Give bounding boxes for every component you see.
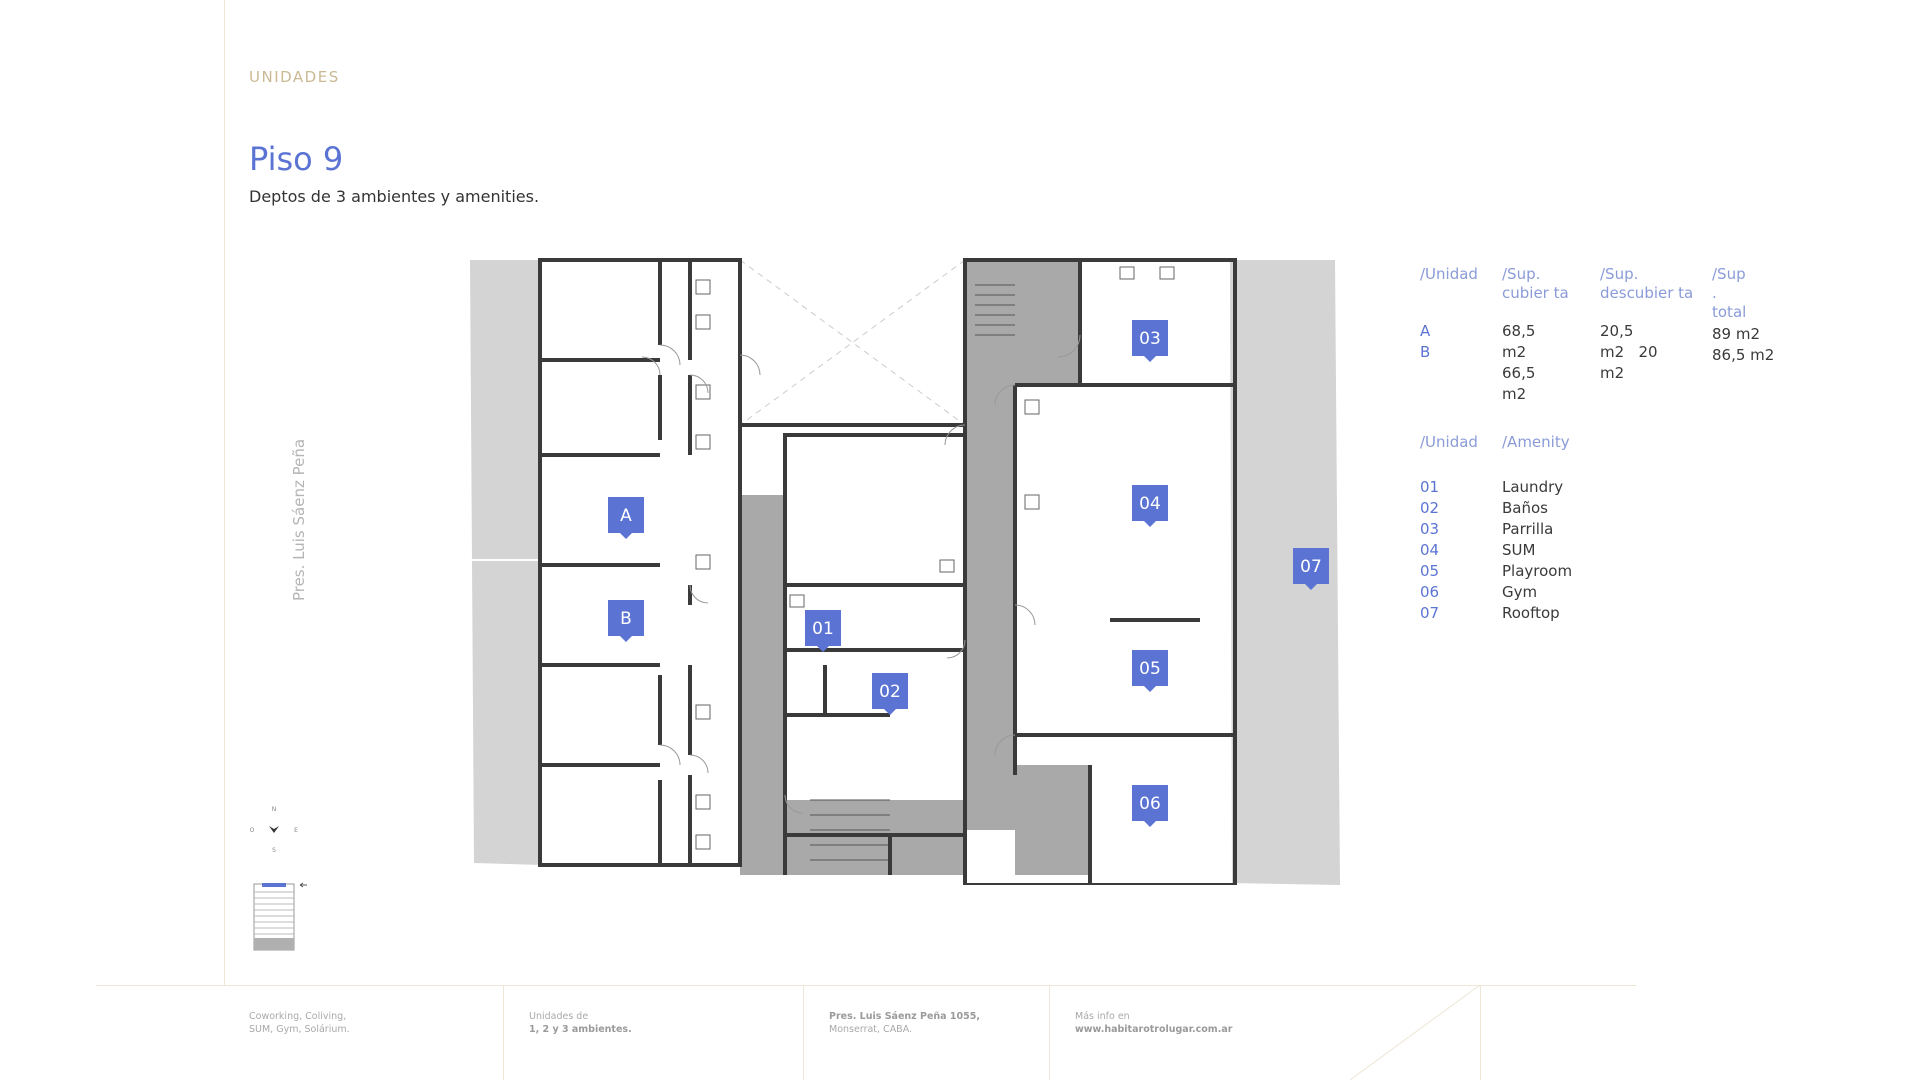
amenity-marker-01: 01 bbox=[812, 619, 834, 639]
footer-address-line1: Pres. Luis Sáenz Peña 1055, bbox=[829, 1011, 980, 1022]
footer-units-line2: 1, 2 y 3 ambientes. bbox=[529, 1024, 632, 1035]
building-floor-icon bbox=[253, 882, 307, 951]
amenities-header-unit: /Unidad bbox=[1420, 433, 1478, 451]
amenity-marker-03: 03 bbox=[1139, 329, 1161, 349]
covered-line-1: 68,5 bbox=[1502, 322, 1536, 340]
fixtures bbox=[695, 266, 1175, 850]
footer-column-divider bbox=[803, 985, 804, 1080]
amenity-row-code: 03 bbox=[1420, 520, 1440, 538]
footer-amenities-line2: SUM, Gym, Solárium. bbox=[249, 1024, 350, 1035]
unit-markers bbox=[608, 320, 1329, 827]
units-row-a-code: A bbox=[1420, 322, 1431, 340]
uncovered-line-2: m2 20 bbox=[1600, 343, 1658, 361]
courtyard bbox=[739, 259, 966, 426]
floor-plan: A B 01 02 03 04 05 06 07 bbox=[470, 258, 1340, 885]
stairs bbox=[810, 284, 1015, 861]
amenity-marker-04: 04 bbox=[1139, 494, 1161, 514]
amenity-marker-02: 02 bbox=[879, 682, 901, 702]
footer-address-line2: Monserrat, CABA. bbox=[829, 1024, 913, 1035]
left-margin-line bbox=[224, 0, 225, 985]
amenity-row-name: Laundry bbox=[1502, 478, 1564, 496]
units-header-covered: /Sup. cubier ta bbox=[1502, 265, 1569, 302]
walls bbox=[538, 258, 1237, 885]
total-line-2: 86,5 m2 bbox=[1712, 346, 1775, 364]
compass-n: N bbox=[272, 806, 277, 813]
footer-units-line1: Unidades de bbox=[529, 1011, 589, 1022]
amenity-row-name: Parrilla bbox=[1502, 520, 1554, 538]
footer-more-info-line1: Más info en bbox=[1075, 1011, 1130, 1022]
page-subtitle: Deptos de 3 ambientes y amenities. bbox=[249, 187, 540, 206]
footer-amenities: Coworking, Coliving, SUM, Gym, Solárium. bbox=[249, 1010, 350, 1036]
footer-column-divider bbox=[1480, 985, 1481, 1080]
amenity-row-code: 05 bbox=[1420, 562, 1440, 580]
street-label: Pres. Luis Sáenz Peña bbox=[288, 430, 310, 610]
footer-divider bbox=[96, 985, 1636, 986]
street-label-text: Pres. Luis Sáenz Peña bbox=[290, 438, 308, 602]
footer-more-info: Más info en www.habitarotrolugar.com.ar bbox=[1075, 1010, 1232, 1036]
amenity-row-code: 02 bbox=[1420, 499, 1440, 517]
amenity-row-name: Rooftop bbox=[1502, 604, 1560, 622]
footer-diagonal-decoration bbox=[1350, 985, 1481, 1080]
units-header-uncovered: /Sup. descubier ta bbox=[1600, 265, 1694, 302]
units-header-total: /Sup . total bbox=[1712, 265, 1747, 321]
covered-line-3: 66,5 bbox=[1502, 364, 1536, 382]
footer-column-divider bbox=[503, 985, 504, 1080]
uncovered-line-1: 20,5 bbox=[1600, 322, 1634, 340]
amenities-header-amenity: /Amenity bbox=[1502, 433, 1570, 451]
total-line-1: 89 m2 bbox=[1712, 325, 1761, 343]
unit-marker-b: B bbox=[620, 609, 632, 629]
doors bbox=[641, 334, 1081, 814]
amenity-row-name: Playroom bbox=[1502, 562, 1573, 580]
amenity-marker-05: 05 bbox=[1139, 659, 1161, 679]
amenity-row-name: Gym bbox=[1502, 583, 1538, 601]
amenity-row-name: Baños bbox=[1502, 499, 1548, 517]
compass-e: E bbox=[294, 827, 298, 834]
amenity-marker-06: 06 bbox=[1139, 794, 1161, 814]
uncovered-line-3: m2 bbox=[1600, 364, 1625, 382]
amenity-marker-07: 07 bbox=[1300, 557, 1322, 577]
compass-o: O bbox=[250, 827, 255, 834]
amenity-row-name: SUM bbox=[1502, 541, 1536, 559]
covered-line-4: m2 bbox=[1502, 385, 1527, 403]
units-row-b-code: B bbox=[1420, 343, 1431, 361]
terraces bbox=[470, 260, 1340, 885]
amenity-row-code: 01 bbox=[1420, 478, 1440, 496]
amenity-row-code: 04 bbox=[1420, 541, 1440, 559]
unit-marker-a: A bbox=[620, 506, 632, 526]
compass-s: S bbox=[272, 847, 276, 854]
footer-address: Pres. Luis Sáenz Peña 1055, Monserrat, C… bbox=[829, 1010, 980, 1036]
amenity-row-code: 06 bbox=[1420, 583, 1440, 601]
units-header-unit: /Unidad bbox=[1420, 265, 1478, 283]
covered-line-2: m2 bbox=[1502, 343, 1527, 361]
page-title: Piso 9 bbox=[249, 140, 344, 178]
footer-website-link[interactable]: www.habitarotrolugar.com.ar bbox=[1075, 1024, 1233, 1035]
footer-column-divider bbox=[1049, 985, 1050, 1080]
compass-icon: N S E O bbox=[250, 806, 298, 854]
common-areas bbox=[740, 260, 1090, 875]
amenity-row-code: 07 bbox=[1420, 604, 1440, 622]
footer-amenities-line1: Coworking, Coliving, bbox=[249, 1011, 347, 1022]
section-label: UNIDADES bbox=[249, 68, 340, 86]
footer-units: Unidades de 1, 2 y 3 ambientes. bbox=[529, 1010, 632, 1036]
